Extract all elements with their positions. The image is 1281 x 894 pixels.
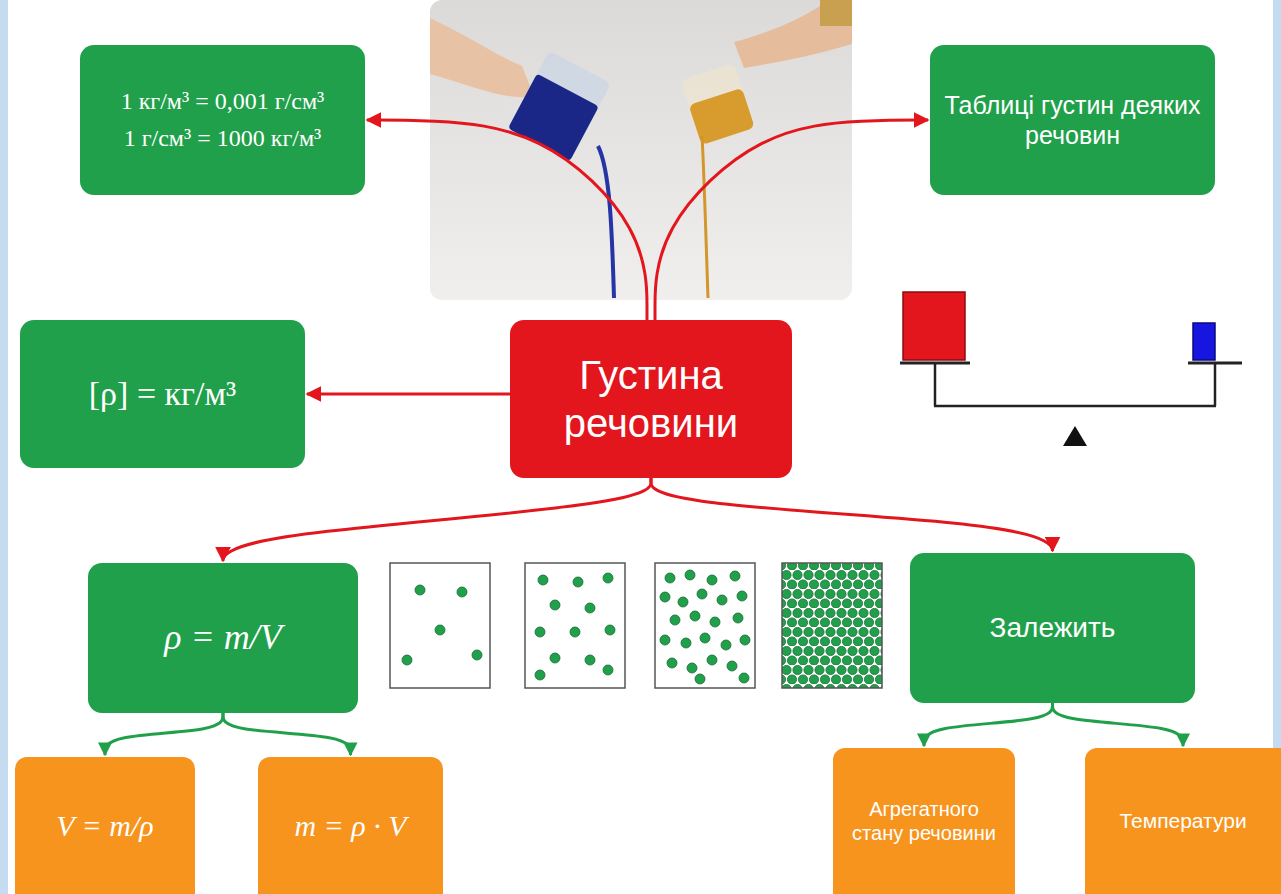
factor-box: Агрегатного стану речовини: [833, 748, 1015, 894]
node-text: Температури: [1119, 808, 1246, 833]
dependency-box: Залежить: [910, 553, 1195, 703]
central-topic: Густина речовини: [510, 320, 792, 478]
formula-box: m = ρ · V: [258, 757, 443, 894]
arrow-connector: [307, 393, 510, 396]
balance-scale: [900, 292, 1242, 446]
reference-box: Таблиці густин деяких речовин: [930, 45, 1215, 195]
arrow-connector: [105, 713, 223, 755]
arrow-connector: [223, 478, 651, 561]
node-text: V = m/ρ: [56, 808, 153, 844]
node-text: Густина речовини: [520, 351, 782, 447]
node-text: Агрегатного стану речовини: [843, 797, 1005, 845]
unit-box: [ρ] = кг/м³: [20, 320, 305, 468]
node-text: m = ρ · V: [294, 808, 406, 844]
node-text: Таблиці густин деяких речовин: [940, 90, 1205, 150]
arrow-connector: [924, 703, 1053, 746]
particle-boxes: [390, 563, 882, 688]
conversion-box: 1 кг/м³ = 0,001 г/см³ 1 г/см³ = 1000 кг/м…: [80, 45, 365, 195]
node-text: 1 кг/м³ = 0,001 г/см³: [121, 87, 325, 116]
formula-box: V = m/ρ: [15, 757, 195, 894]
node-text: 1 г/см³ = 1000 кг/м³: [124, 124, 322, 153]
node-text: ρ = m/V: [164, 616, 282, 659]
formula-box: ρ = m/V: [88, 563, 358, 713]
node-text: Залежить: [990, 611, 1116, 645]
factor-box: Температури: [1085, 748, 1281, 894]
arrow-connector: [367, 120, 647, 320]
node-text: [ρ] = кг/м³: [89, 374, 236, 415]
arrow-connector: [223, 713, 351, 755]
arrow-connector: [655, 120, 928, 320]
arrow-connector: [651, 478, 1053, 551]
arrow-connector: [1053, 703, 1184, 746]
